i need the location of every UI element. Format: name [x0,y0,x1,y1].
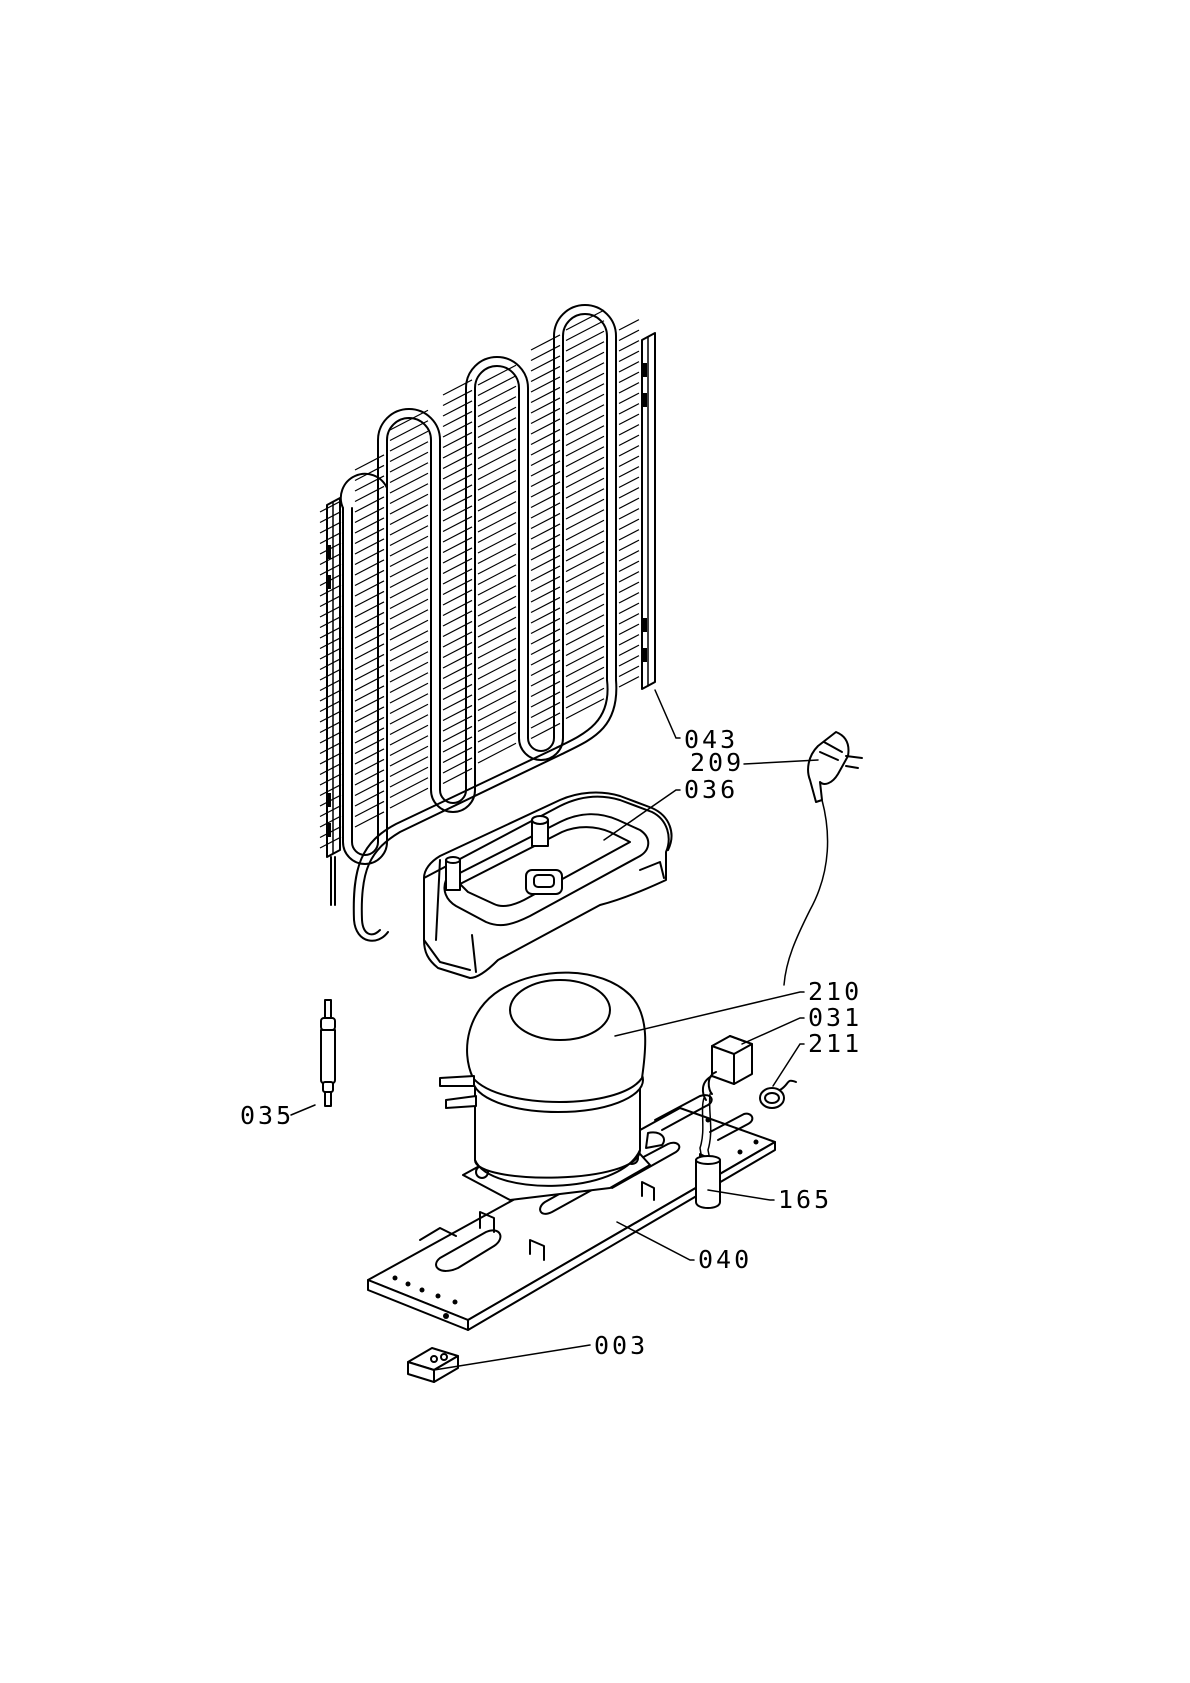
label-036: 036 [684,775,738,804]
power-plug-209 [783,731,863,986]
thermal-protector-211 [759,1079,797,1109]
label-031: 031 [808,1003,862,1032]
drip-tray-036 [423,791,673,979]
condenser-fins [319,309,640,849]
leader-lines [290,689,819,1371]
label-035: 035 [240,1101,294,1130]
label-165: 165 [778,1185,832,1214]
relay-031 [701,1035,753,1101]
condenser-043 [319,304,656,942]
capacitor-165 [695,1093,721,1209]
drier-filter-035 [320,999,336,1107]
label-211: 211 [808,1029,862,1058]
label-209: 209 [690,748,744,777]
part-labels: 043 209 036 210 031 211 035 165 040 003 [240,725,862,1360]
connector-block-003 [407,1347,459,1383]
label-003: 003 [594,1331,648,1360]
compressor-210 [439,971,666,1201]
label-210: 210 [808,977,862,1006]
label-043: 043 [684,725,738,754]
label-040: 040 [698,1245,752,1274]
